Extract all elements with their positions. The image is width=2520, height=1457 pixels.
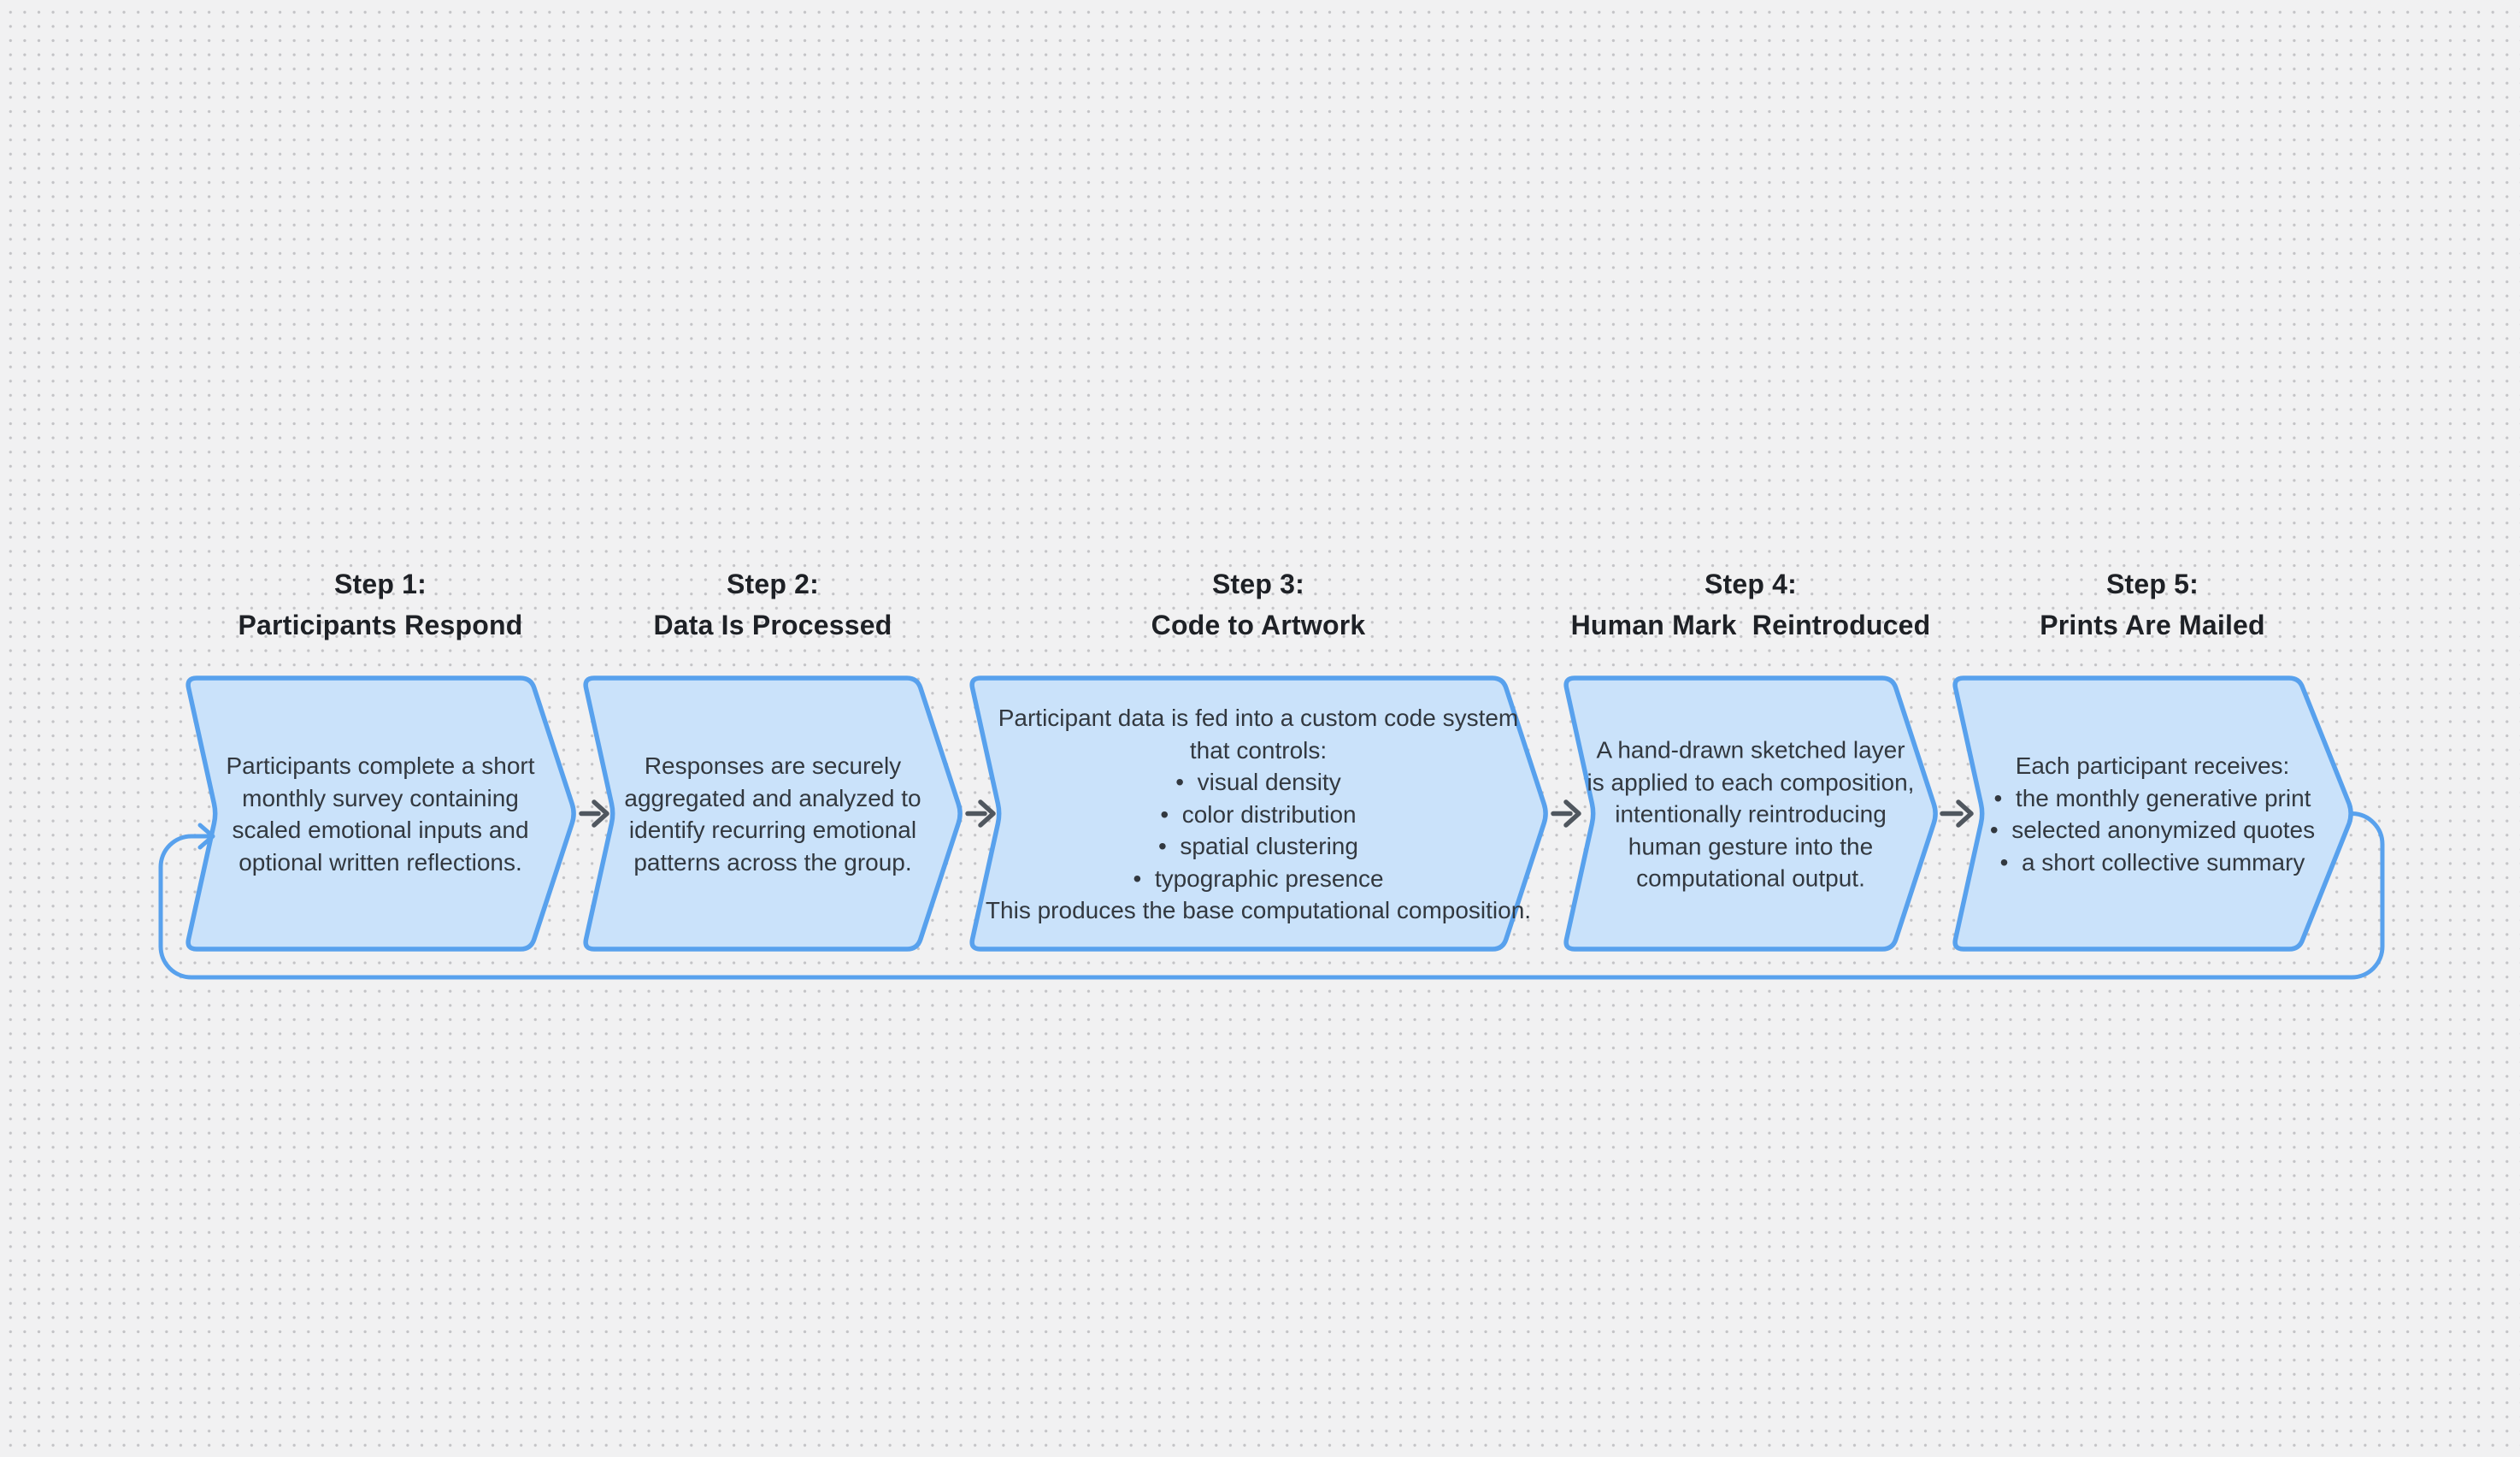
step-3-title[interactable]: Step 3: Code to Artwork [1151,569,1366,640]
step-3-body[interactable]: Participant data is fed into a custom co… [985,704,1532,923]
step-2-title[interactable]: Step 2: Data Is Processed [653,569,892,640]
arrow-right-connector-2[interactable] [965,799,996,828]
step-2-body[interactable]: Responses are securely aggregated and an… [624,752,921,876]
step-1-body[interactable]: Participants complete a short monthly su… [226,752,535,876]
step-4-title[interactable]: Step 4: Human Mark Reintroduced [1570,569,1931,640]
step-1-title[interactable]: Step 1: Participants Respond [238,569,523,640]
step-5-body[interactable]: Each participant receives: • the monthly… [1989,752,2316,876]
step-4-body[interactable]: A hand-drawn sketched layer is applied t… [1587,736,1915,892]
step-4-shape[interactable] [1563,675,1938,952]
arrow-right-connector-3[interactable] [1551,799,1581,828]
step-3-shape[interactable] [969,675,1548,952]
step-5-shape[interactable] [1952,675,2353,952]
step-1-shape[interactable] [185,675,576,952]
step-2-shape[interactable] [583,675,963,952]
arrow-right-connector-4[interactable] [1940,799,1974,828]
arrow-right-connector-1[interactable] [579,799,609,828]
feedback-loop-arrow[interactable] [158,811,2385,980]
step-5-title[interactable]: Step 5: Prints Are Mailed [2040,569,2265,640]
